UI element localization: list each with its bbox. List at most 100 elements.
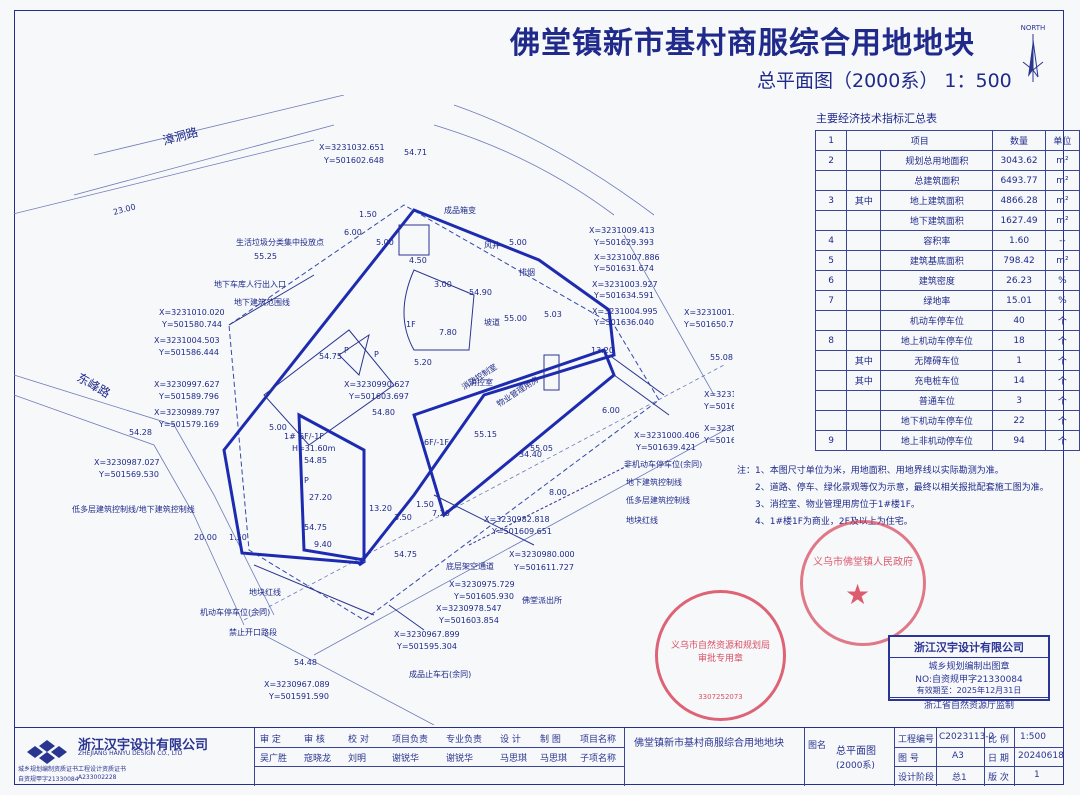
row-value: 1 <box>992 350 1046 371</box>
signer-name: 吴广胜 <box>260 754 288 764</box>
elevation-label: 54.75 <box>319 352 342 361</box>
coord-label: X=3231000.406 <box>634 431 700 440</box>
row-value: 40 <box>992 310 1046 331</box>
row-no <box>814 370 848 391</box>
coord-label: Y=501649.038 <box>703 436 734 445</box>
coord-label: X=3230980.000 <box>509 550 575 559</box>
row-no: 8 <box>814 330 848 351</box>
row-item: 绿地率 <box>880 290 994 311</box>
meta-value: 20240618 <box>1018 751 1064 761</box>
dimension-label: 1.50 <box>416 500 434 509</box>
callout-label: 成品止车石(余同) <box>409 669 471 679</box>
elevation-label: 55.08 <box>710 353 733 362</box>
role-label: 项目负责 <box>392 735 429 745</box>
row-no <box>814 350 848 371</box>
company-name-en: ZHEJIANG HANYU DESIGN CO., LTD <box>78 750 183 757</box>
row-unit: 个 <box>1044 410 1080 431</box>
row-group <box>846 270 882 291</box>
parking-p-label: P <box>304 476 309 485</box>
coord-label: X=3230997.627 <box>154 380 220 389</box>
row-unit: % <box>1044 270 1080 291</box>
row-unit: m² <box>1044 150 1080 171</box>
building-floors: 6F/-1F <box>299 432 324 441</box>
callout-label: 地下车库人行出入口 <box>214 279 286 289</box>
building-floors: 1# <box>284 432 296 441</box>
row-item: 建筑密度 <box>880 270 994 291</box>
elevation-label: 55.15 <box>474 430 497 439</box>
building-height: H=31.60m <box>292 444 336 453</box>
row-unit: m² <box>1044 190 1080 211</box>
row-unit: 个 <box>1044 350 1080 371</box>
row-group <box>846 210 882 231</box>
dimension-label: 4.50 <box>409 256 427 265</box>
row-item: 地上建筑面积 <box>880 190 994 211</box>
road-label: 漳洞路 <box>161 124 200 148</box>
row-no: 3 <box>814 190 848 211</box>
elevation-label: 54.75 <box>304 523 327 532</box>
row-no <box>814 170 848 191</box>
title-block: 浙江汉宇设计有限公司 ZHEJIANG HANYU DESIGN CO., LT… <box>14 727 1064 786</box>
license-value: A233002228 <box>78 774 117 781</box>
project-name: 佛堂镇新市基村商服综合用地地块 <box>634 738 784 749</box>
header-no: 1 <box>814 130 848 151</box>
coord-label: X=3230975.729 <box>449 580 515 589</box>
elevation-label: 54.28 <box>129 428 152 437</box>
coord-label: X=3230990.627 <box>344 380 410 389</box>
dimension-label: 5.03 <box>544 310 562 319</box>
meta-value: 总1 <box>952 773 967 783</box>
row-value: 94 <box>992 430 1046 451</box>
coord-label: X=3230987.027 <box>94 458 160 467</box>
coord-label: Y=501605.930 <box>453 592 514 601</box>
coord-label: Y=501634.591 <box>593 291 654 300</box>
dimension-label: 9.40 <box>314 540 332 549</box>
row-no <box>814 390 848 411</box>
coord-label: X=3230978.547 <box>436 604 502 613</box>
coord-label: X=3231003.927 <box>592 280 658 289</box>
row-item: 地下机动车停车位 <box>880 410 994 431</box>
signer-name: 马思琪 <box>500 754 528 764</box>
row-value: 1627.49 <box>992 210 1046 231</box>
row-unit: 个 <box>1044 370 1080 391</box>
tech-table-caption: 主要经济技术指标汇总表 <box>816 112 937 125</box>
row-no: 4 <box>814 230 848 251</box>
coord-label: X=3230967.089 <box>264 680 330 689</box>
elevation-label: 55.05 <box>530 444 553 453</box>
row-unit: m² <box>1044 210 1080 231</box>
drawing-title: 佛堂镇新市基村商服综合用地地块 <box>510 26 975 61</box>
dimension-label: 3.00 <box>434 280 452 289</box>
signer-name: 刘明 <box>348 754 367 764</box>
callout-label: 机动车停车位(余同) <box>200 607 270 617</box>
drawing-subtitle: 总平面图（2000系） 1：500 <box>757 70 1012 92</box>
building-floors: 6F/-1F <box>424 438 449 447</box>
coord-label: Y=501569.530 <box>98 470 159 479</box>
row-item: 总建筑面积 <box>880 170 994 191</box>
coord-label: X=3231010.020 <box>159 308 225 317</box>
dimension-label: 3.50 <box>394 513 412 522</box>
row-value: 3 <box>992 390 1046 411</box>
role-label: 制 图 <box>540 735 561 745</box>
coord-label: Y=501586.444 <box>158 348 219 357</box>
dimension-label: 13.20 <box>591 346 614 355</box>
header-item: 项目 <box>846 130 994 151</box>
dimension-label: 5.00 <box>269 423 287 432</box>
coord-label: Y=501603.697 <box>348 392 409 401</box>
meta-key: 比 例 <box>988 735 1009 745</box>
row-group <box>846 250 882 271</box>
site-plan: 漳洞路 东峰路 X=3231032.651 Y=501602.648 X=323… <box>14 95 734 725</box>
callout-label: 底层架空通道 <box>446 561 494 571</box>
dimension-label: 1.50 <box>229 533 247 542</box>
stamp-line: 城乡规划编制出图章 <box>928 662 1010 672</box>
elevation-label: 55.00 <box>504 314 527 323</box>
row-item: 地上非机动停车位 <box>880 430 994 451</box>
role-label: 校 对 <box>348 735 369 745</box>
small-building-label: 1F <box>406 320 416 329</box>
signer-name: 寇晓龙 <box>304 754 332 764</box>
coord-label: Y=501611.727 <box>513 563 574 572</box>
row-no: 5 <box>814 250 848 271</box>
